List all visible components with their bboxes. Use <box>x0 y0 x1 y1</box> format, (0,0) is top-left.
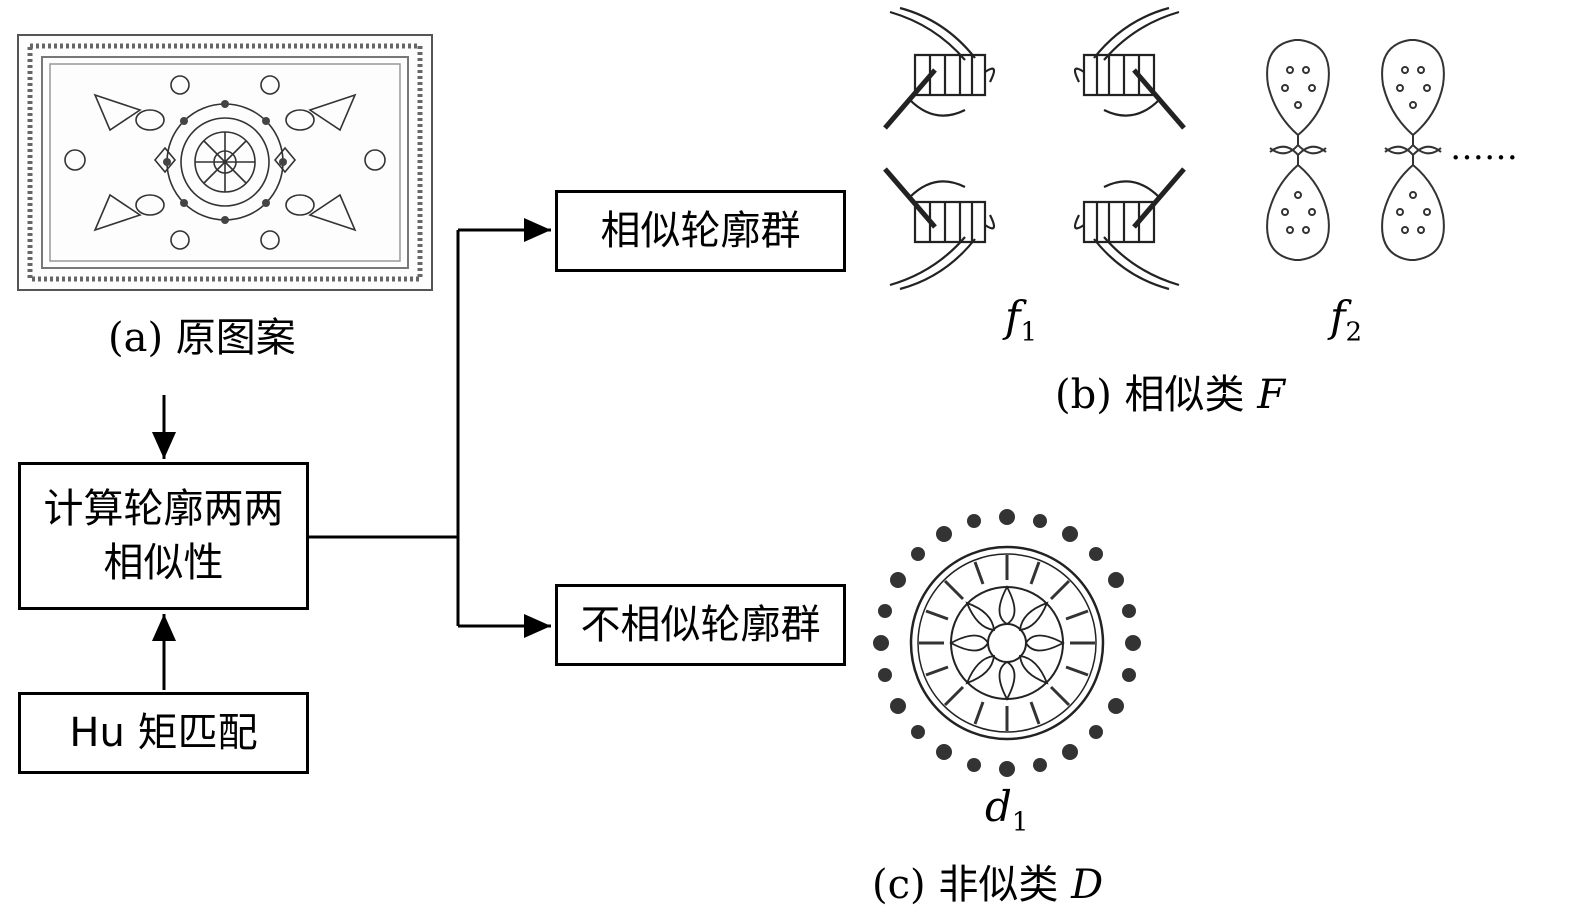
label-f1-base: f <box>1005 292 1021 341</box>
caption-b: (b) 相似类 F <box>1055 362 1285 420</box>
similar-contour-f2-image <box>1266 39 1445 261</box>
similar-contours-box: 相似轮廓群 <box>555 190 846 272</box>
dissimilar-contour-d1-image <box>873 509 1141 777</box>
caption-c-symbol: D <box>1071 862 1104 908</box>
caption-a: (a) 原图案 <box>108 305 296 363</box>
label-f1: f1 <box>1005 292 1037 347</box>
caption-c-prefix: (c) <box>872 862 926 908</box>
hu-moment-box: Hu 矩匹配 <box>18 692 309 774</box>
similar-box-label: 相似轮廓群 <box>600 208 801 254</box>
compute-box-line2: 相似性 <box>103 540 224 586</box>
label-d1-sub: 1 <box>1011 807 1029 838</box>
compute-similarity-box: 计算轮廓两两 相似性 <box>18 462 309 610</box>
caption-c-text: 非似类 <box>938 862 1059 908</box>
caption-b-prefix: (b) <box>1055 372 1112 418</box>
caption-c: (c) 非似类 D <box>872 852 1103 910</box>
compute-box-line1: 计算轮廓两两 <box>43 486 284 532</box>
caption-b-text: 相似类 <box>1124 372 1245 418</box>
ellipsis: …… <box>1450 128 1518 168</box>
label-f2: f2 <box>1330 292 1362 347</box>
hu-box-label: Hu 矩匹配 <box>69 710 258 756</box>
label-d1-base: d <box>985 782 1012 831</box>
similar-contour-f1-image <box>883 6 1186 291</box>
label-f2-sub: 2 <box>1345 317 1363 348</box>
dissimilar-contours-box: 不相似轮廓群 <box>555 584 846 666</box>
label-f2-base: f <box>1330 292 1346 341</box>
caption-a-prefix: (a) <box>108 315 164 361</box>
caption-b-symbol: F <box>1257 372 1286 418</box>
caption-a-text: 原图案 <box>175 315 296 361</box>
dissimilar-box-label: 不相似轮廓群 <box>580 602 821 648</box>
flow-connectors <box>152 218 551 690</box>
label-f1-sub: 1 <box>1020 317 1038 348</box>
original-pattern-image <box>17 34 433 291</box>
label-d1: d1 <box>985 782 1028 837</box>
